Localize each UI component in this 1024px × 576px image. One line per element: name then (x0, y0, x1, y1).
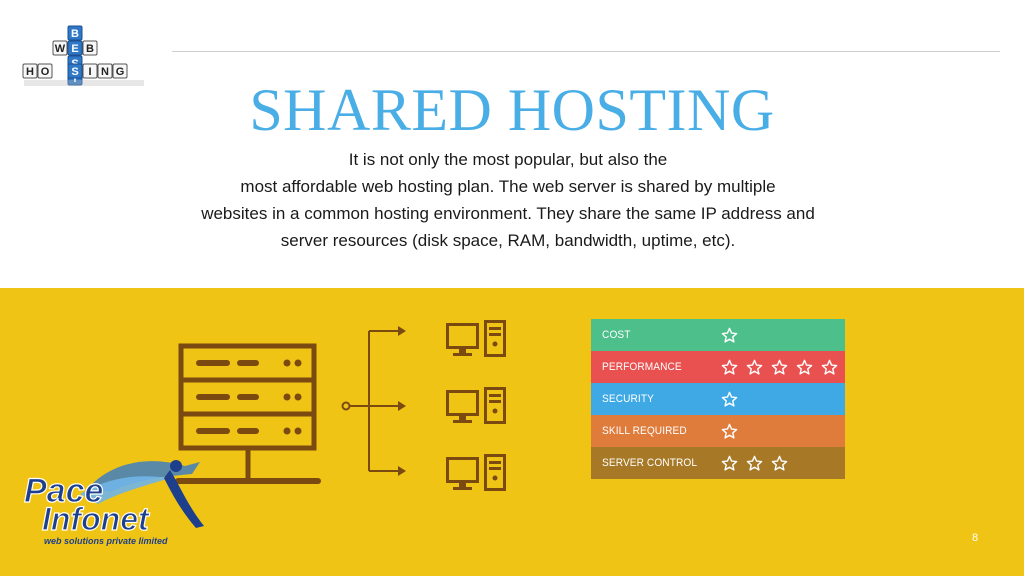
page-title: SHARED HOSTING (249, 77, 775, 143)
star-icon (721, 327, 738, 343)
server-rack-icon (175, 343, 321, 484)
rating-row: SERVER CONTROL (591, 447, 845, 479)
desktop-computer-icon (446, 320, 506, 357)
rating-row: COST (591, 319, 845, 351)
rating-stars (721, 455, 788, 472)
rating-stars (721, 359, 838, 376)
svg-text:W: W (55, 43, 66, 55)
rating-label: SECURITY (602, 393, 654, 405)
star-icon (771, 359, 788, 375)
logo-tile-blue: S (67, 63, 83, 79)
rating-table: COST PERFORMANCE SECURITY SKILL REQUIRED SER… (591, 319, 845, 479)
page-number: 8 (971, 532, 979, 544)
star-icon (746, 359, 763, 375)
svg-text:S: S (71, 66, 78, 78)
rating-label: SERVER CONTROL (602, 457, 698, 469)
rating-row: SECURITY (591, 383, 845, 415)
rating-stars (721, 391, 738, 408)
svg-text:H: H (26, 66, 34, 78)
svg-text:I: I (88, 66, 91, 78)
star-icon (821, 359, 838, 375)
description-line-4: server resources (disk space, RAM, bandw… (280, 231, 736, 250)
logo-tile-blue: E (67, 40, 83, 56)
description-line-1: It is not only the most popular, but als… (348, 150, 668, 169)
logo-tile: O (37, 63, 53, 79)
rating-stars (721, 423, 738, 440)
svg-text:N: N (101, 66, 109, 78)
logo-tile: I (82, 63, 98, 79)
description: It is not only the most popular, but als… (100, 146, 916, 254)
star-icon (771, 455, 788, 471)
svg-text:O: O (41, 66, 50, 78)
description-line-2: most affordable web hosting plan. The we… (240, 177, 776, 196)
logo-tile: N (97, 63, 113, 79)
pace-logo-tagline: web solutions private limited (44, 536, 168, 546)
svg-text:B: B (86, 43, 94, 55)
svg-text:E: E (71, 43, 78, 55)
rating-label: PERFORMANCE (602, 361, 682, 373)
header-divider (172, 51, 1000, 52)
star-icon (721, 423, 738, 439)
svg-text:T: T (72, 73, 79, 85)
connector-lines (341, 330, 399, 472)
shared-hosting-diagram (175, 320, 506, 491)
rating-row: PERFORMANCE (591, 351, 845, 383)
star-icon (721, 455, 738, 471)
pace-infonet-logo: Pace Infonet web solutions private limit… (23, 460, 204, 546)
desktop-computer-icon (446, 387, 506, 424)
logo-tile: B (82, 40, 98, 56)
logo-tile: H (22, 63, 38, 79)
star-icon (796, 359, 813, 375)
description-line-3: websites in a common hosting environment… (201, 204, 815, 223)
best-hosting-logo: BESTWBHOTINGS (22, 25, 144, 86)
pace-logo-line1: Pace (24, 472, 103, 510)
logo-tile-blue: B (67, 25, 83, 41)
rating-row: SKILL REQUIRED (591, 415, 845, 447)
pace-logo-line2: Infonet (42, 501, 150, 537)
svg-text:G: G (116, 66, 125, 78)
logo-reflection (24, 80, 144, 86)
desktop-computer-icon (446, 454, 506, 491)
rating-label: SKILL REQUIRED (602, 425, 687, 437)
logo-tile: G (112, 63, 128, 79)
yellow-band (0, 288, 1024, 576)
svg-text:B: B (71, 28, 79, 40)
star-icon (746, 455, 763, 471)
logo-tile: W (52, 40, 68, 56)
rating-stars (721, 327, 738, 344)
rating-label: COST (602, 329, 631, 341)
star-icon (721, 391, 738, 407)
star-icon (721, 359, 738, 375)
